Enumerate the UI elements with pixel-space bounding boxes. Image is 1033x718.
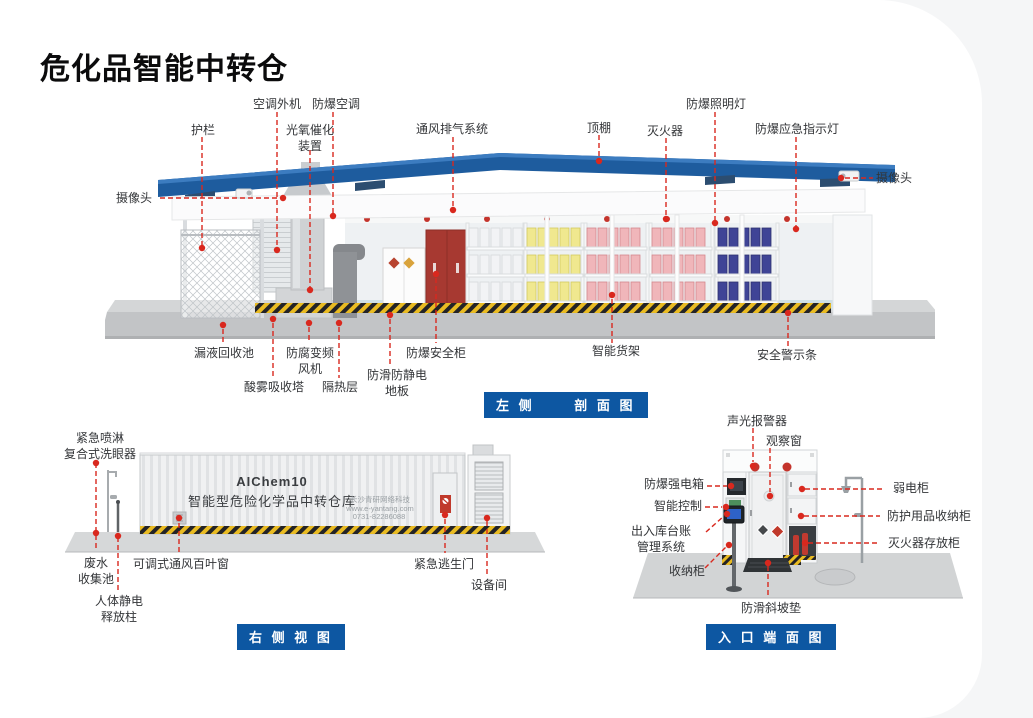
corner-guard: [722, 555, 736, 565]
label-explosion-proof-light: 防爆照明灯: [685, 97, 747, 111]
label-photo-oxygen-catalytic-unit: 光氧催化 装置: [285, 123, 335, 153]
label-extinguisher-cabinet: 灭火器存放柜: [887, 536, 961, 550]
label-emergency-indicator-light: 防爆应急指示灯: [754, 122, 840, 136]
label-ac-outdoor-unit: 空调外机: [252, 97, 302, 111]
badge-entrance: 入 口 端 面 图: [706, 624, 837, 650]
container-name: 智能型危险化学品中转仓库: [187, 494, 357, 509]
eyewash-station: [107, 470, 117, 532]
camera-left-shape: [235, 188, 253, 199]
corner-guard: [783, 555, 801, 565]
label-safety-warning-strip: 安全警示条: [756, 348, 818, 362]
power-box: [727, 478, 746, 495]
cross-section-illustration: [105, 112, 935, 378]
container-website: www.e-yantang.com: [346, 504, 414, 513]
label-weak-current-cabinet: 弱电柜: [892, 481, 930, 495]
roof: [158, 153, 895, 203]
label-wastewater-pool: 废水 收集池: [77, 556, 115, 586]
shower-pole: [841, 476, 864, 563]
label-leak-recovery-pool: 漏液回收池: [193, 346, 255, 360]
container-phone: 0731-82286088: [352, 512, 406, 521]
smart-shelving: [465, 222, 780, 309]
label-anticorrosion-fan: 防腐变频 风机: [285, 346, 335, 376]
leader-dots: [198, 157, 845, 329]
label-ledger-system: 出入库台账 管理系统: [630, 524, 692, 554]
leader-lines: [95, 463, 488, 591]
label-static-release-pillar: 人体静电 释放柱: [94, 594, 144, 624]
white-cabinet: [382, 247, 426, 309]
fascia-beam: [171, 188, 866, 221]
leader-lines: [704, 428, 882, 598]
entrance-door: [748, 471, 787, 564]
leader-dots: [722, 462, 809, 567]
container-body: [139, 452, 466, 535]
container-model: AIChem10: [236, 474, 308, 489]
badge-right-side: 右 侧 视 图: [237, 624, 345, 650]
hazard-strip: [140, 526, 510, 534]
label-adjustable-louver: 可调式通风百叶窗: [132, 557, 230, 571]
label-ventilation-exhaust-system: 通风排气系统: [415, 122, 489, 136]
right-wall: [832, 214, 873, 316]
page-title: 危化品智能中转仓: [40, 53, 288, 87]
emergency-door: [432, 472, 458, 535]
hazard-strip: [255, 303, 831, 313]
label-sound-light-alarm: 声光报警器: [726, 414, 788, 428]
label-smart-control: 智能控制: [653, 499, 703, 513]
static-release-pillar-shape: [116, 500, 120, 532]
label-canopy: 顶棚: [586, 121, 612, 135]
label-insulation-layer: 隔热层: [321, 380, 359, 394]
concrete-pad: [65, 532, 545, 552]
leader-lines: [160, 112, 873, 378]
label-observation-window: 观察窗: [765, 434, 803, 448]
label-smart-shelves: 智能货架: [591, 344, 641, 358]
badge-cross-section: 左 侧 剖 面 图: [484, 392, 648, 418]
label-equipment-room: 设备间: [470, 578, 508, 592]
label-explosion-proof-power-box: 防爆强电箱: [643, 477, 705, 491]
label-camera-right: 摄像头: [875, 171, 913, 185]
label-explosion-proof-safety-cabinet: 防爆安全柜: [405, 346, 467, 360]
label-explosion-proof-ac: 防爆空调: [311, 97, 361, 111]
right-side-illustration: [65, 444, 545, 591]
entrance-illustration: [633, 428, 963, 599]
label-emergency-exit-door: 紧急逃生门: [413, 557, 475, 571]
label-camera-left: 摄像头: [115, 191, 153, 205]
label-acid-mist-absorption-tower: 酸雾吸收塔: [243, 380, 305, 394]
label-fire-extinguisher: 灭火器: [646, 124, 684, 138]
label-antislip-ramp: 防滑斜坡垫: [740, 601, 802, 615]
label-guardrail: 护栏: [190, 123, 216, 137]
label-emergency-shower-eyewash: 紧急喷淋 复合式洗眼器: [63, 431, 137, 461]
label-storage-cabinet: 收纳柜: [668, 564, 706, 578]
red-cabinet: [425, 229, 469, 309]
concrete-pad: [633, 553, 963, 599]
container-company: 长沙青研网络科技: [350, 495, 410, 504]
label-antislip-antistatic-floor: 防滑防静电 地板: [366, 368, 428, 398]
label-ppe-cabinet: 防护用品收纳柜: [886, 509, 972, 523]
guardrail-fence: [180, 229, 261, 319]
leader-dots: [92, 459, 491, 540]
ledger-kiosk: [723, 505, 745, 592]
equipment-room-shape: [467, 444, 511, 535]
